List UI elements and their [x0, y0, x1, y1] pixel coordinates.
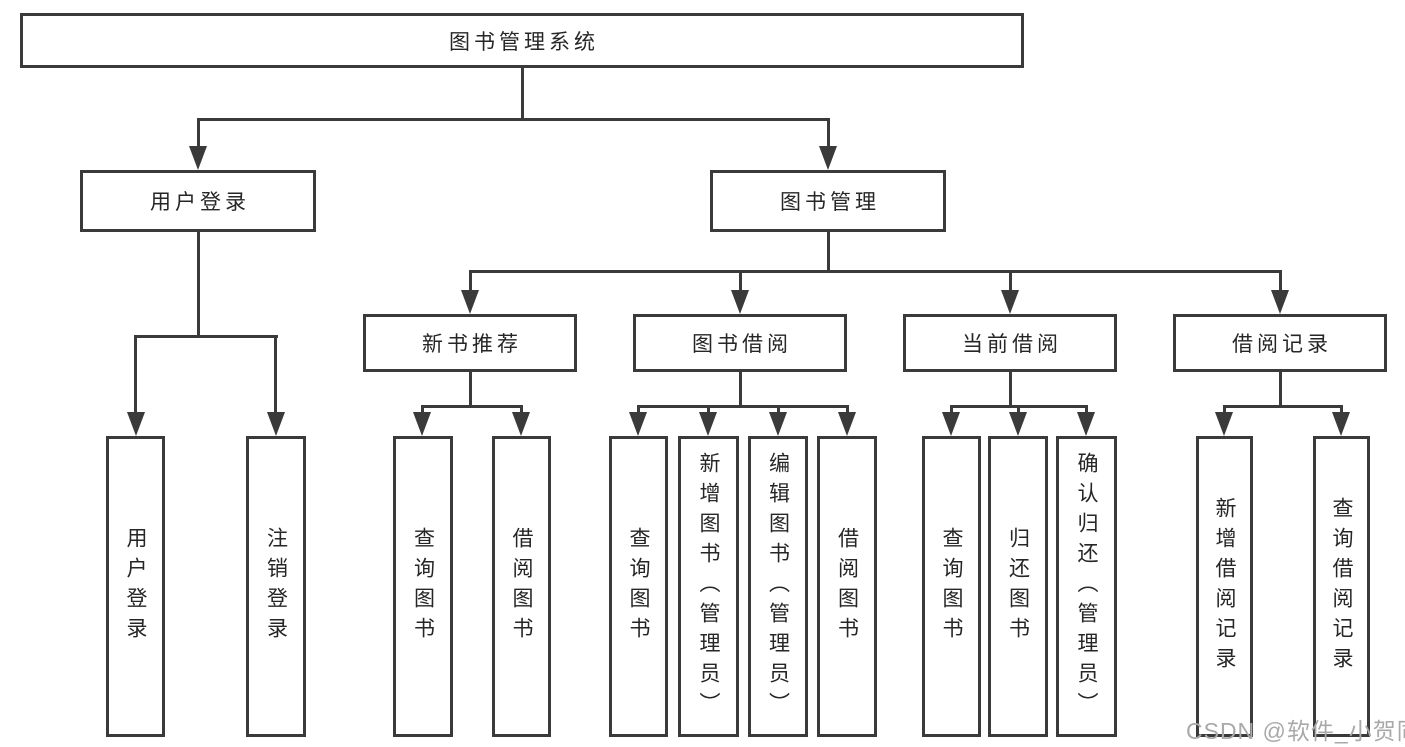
- arrow-down-icon: [819, 146, 837, 170]
- connector-line: [469, 270, 1282, 273]
- node-current-confirm-return-admin: 确认归还（管理员）: [1056, 436, 1117, 737]
- connector-line: [469, 372, 472, 405]
- node-user-login-leaf: 用户登录: [106, 436, 165, 737]
- connector-line: [827, 232, 830, 270]
- arrow-down-icon: [1077, 412, 1095, 436]
- connector-line: [521, 68, 524, 118]
- connector-line: [950, 405, 953, 415]
- node-record-add-borrow-record: 新增借阅记录: [1196, 436, 1253, 737]
- connector-line: [637, 405, 640, 415]
- arrow-down-icon: [731, 290, 749, 314]
- node-current-query-books: 查询图书: [922, 436, 981, 737]
- connector-line: [1223, 405, 1226, 415]
- connector-line: [846, 405, 849, 415]
- connector-line: [134, 335, 278, 338]
- arrow-down-icon: [942, 412, 960, 436]
- node-recommend-borrow-books: 借阅图书: [492, 436, 551, 737]
- node-logout: 注销登录: [246, 436, 306, 737]
- arrow-down-icon: [512, 412, 530, 436]
- arrow-down-icon: [1009, 412, 1027, 436]
- connector-line: [1009, 372, 1012, 405]
- connector-line: [739, 372, 742, 405]
- arrow-down-icon: [838, 412, 856, 436]
- csdn-watermark: CSDN @软件_小贺同学: [1186, 718, 1405, 744]
- arrow-down-icon: [461, 290, 479, 314]
- arrow-down-icon: [1271, 290, 1289, 314]
- connector-line: [1085, 405, 1088, 415]
- arrow-down-icon: [267, 412, 285, 436]
- arrow-down-icon: [1001, 290, 1019, 314]
- arrow-down-icon: [413, 412, 431, 436]
- node-book-management: 图书管理: [710, 170, 946, 232]
- node-root: 图书管理系统: [20, 13, 1024, 68]
- connector-line: [274, 335, 277, 414]
- connector-line: [1340, 405, 1343, 415]
- connector-line: [1017, 405, 1020, 415]
- arrow-down-icon: [699, 412, 717, 436]
- node-borrow-edit-book-admin: 编辑图书（管理员）: [748, 436, 808, 737]
- arrow-down-icon: [189, 146, 207, 170]
- arrow-down-icon: [127, 412, 145, 436]
- node-current-borrowing: 当前借阅: [903, 314, 1117, 372]
- connector-line: [1279, 372, 1282, 405]
- connector-line: [777, 405, 780, 415]
- node-borrowing-records: 借阅记录: [1173, 314, 1387, 372]
- connector-line: [827, 118, 830, 150]
- node-borrow-query-books: 查询图书: [609, 436, 668, 737]
- node-book-borrowing: 图书借阅: [633, 314, 847, 372]
- node-current-return-book: 归还图书: [988, 436, 1048, 737]
- arrow-down-icon: [1215, 412, 1233, 436]
- connector-line: [134, 335, 137, 414]
- connector-line: [197, 118, 830, 121]
- node-record-query-borrow-record: 查询借阅记录: [1313, 436, 1370, 737]
- connector-line: [197, 118, 200, 150]
- connector-line: [707, 405, 710, 415]
- connector-line: [421, 405, 424, 415]
- node-user-login: 用户登录: [80, 170, 316, 232]
- connector-line: [197, 232, 200, 335]
- connector-line: [739, 270, 742, 292]
- connector-line: [1009, 270, 1012, 292]
- connector-line: [520, 405, 523, 415]
- arrow-down-icon: [769, 412, 787, 436]
- connector-line: [421, 405, 523, 408]
- connector-line: [1223, 405, 1343, 408]
- connector-line: [637, 405, 848, 408]
- node-new-book-recommend: 新书推荐: [363, 314, 577, 372]
- node-recommend-query-books: 查询图书: [393, 436, 453, 737]
- node-borrow-borrow-books: 借阅图书: [817, 436, 877, 737]
- node-borrow-add-book-admin: 新增图书（管理员）: [678, 436, 739, 737]
- arrow-down-icon: [1332, 412, 1350, 436]
- arrow-down-icon: [629, 412, 647, 436]
- connector-line: [1279, 270, 1282, 292]
- connector-line: [469, 270, 472, 292]
